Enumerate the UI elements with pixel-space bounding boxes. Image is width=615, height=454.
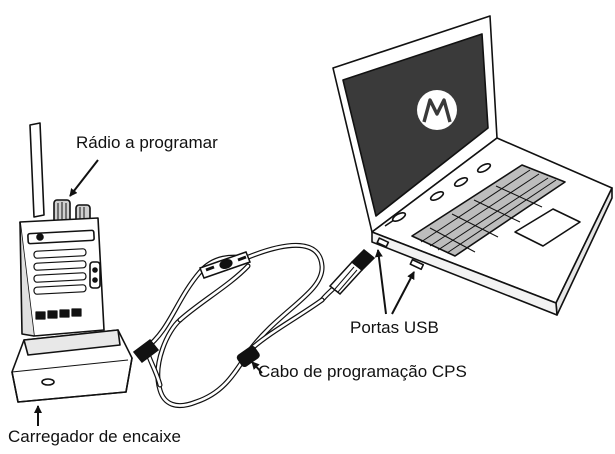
arrow-usb-right — [391, 271, 415, 315]
callout-arrows — [34, 159, 415, 426]
laptop-keyboard — [411, 164, 566, 257]
laptop-hotkey — [453, 176, 469, 188]
motorola-logo-icon — [417, 90, 457, 130]
laptop-hotkey — [391, 211, 407, 223]
arrow-cable — [251, 361, 263, 374]
laptop-touchpad — [514, 208, 581, 247]
laptop-hotkey — [429, 190, 445, 202]
two-way-radio — [19, 122, 105, 337]
label-usb-ports: Portas USB — [350, 318, 439, 337]
arrow-usb-left — [374, 249, 387, 315]
label-cps-cable: Cabo de programação CPS — [258, 362, 467, 381]
laptop-hotkey — [476, 162, 492, 174]
dock-led — [41, 378, 55, 386]
usb-port-right — [409, 258, 425, 271]
usb-plug — [328, 248, 376, 296]
laptop-screen — [342, 33, 489, 217]
cable-inline-module — [199, 251, 251, 279]
radio-side-port — [89, 261, 101, 289]
label-charging-dock: Carregador de encaixe — [8, 427, 181, 446]
dock-plug — [132, 338, 160, 364]
usb-port-left — [376, 237, 390, 248]
laptop-base-left — [371, 231, 558, 316]
radio-speaker-grille — [33, 248, 87, 295]
arrow-radio — [69, 159, 99, 197]
label-radio: Rádio a programar — [76, 133, 218, 152]
radio-buttons — [35, 308, 82, 320]
radio-antenna — [29, 122, 45, 218]
laptop — [332, 15, 613, 316]
charging-dock — [11, 329, 133, 403]
